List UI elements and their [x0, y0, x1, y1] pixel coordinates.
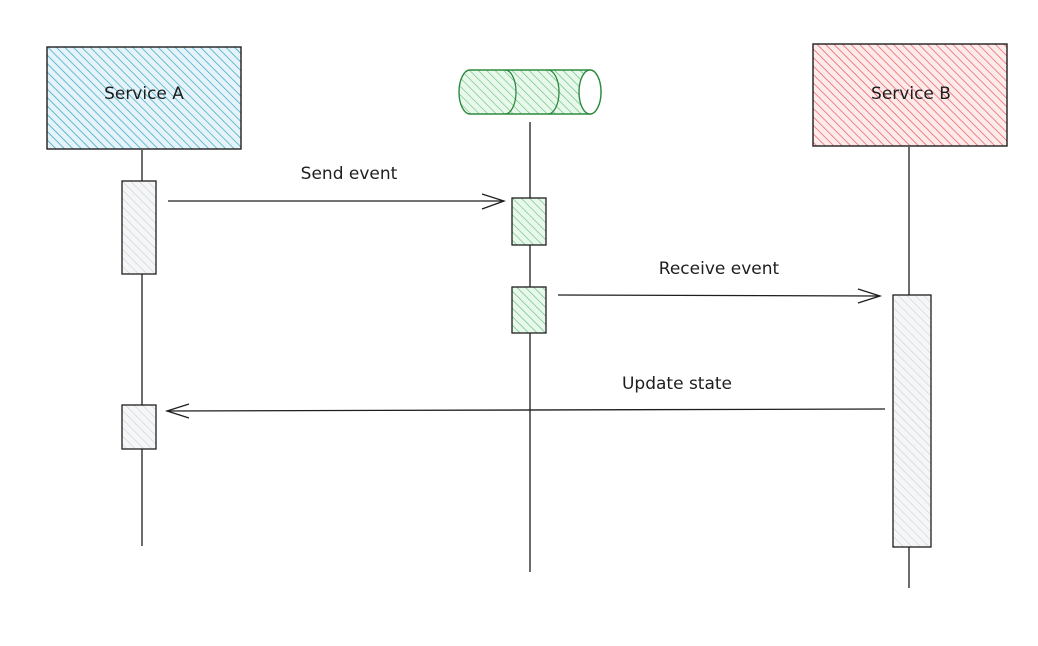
- queue-icon[interactable]: [458, 69, 602, 115]
- message-send-event-label: Send event: [301, 164, 398, 184]
- message-send-event[interactable]: Send event: [168, 164, 507, 210]
- activation-service-b-1: [892, 294, 932, 548]
- activation-queue-1: [511, 197, 547, 246]
- activation-service-a-2: [121, 404, 157, 450]
- participant-service-b[interactable]: Service B: [812, 43, 1008, 147]
- participant-service-b-label: Service B: [871, 84, 951, 104]
- participant-service-a-label: Service A: [104, 84, 184, 104]
- message-update-state[interactable]: Update state: [164, 374, 886, 419]
- message-update-state-label: Update state: [622, 374, 732, 394]
- message-receive-event[interactable]: Receive event: [557, 259, 883, 304]
- participant-service-a[interactable]: Service A: [46, 46, 242, 150]
- message-receive-event-label: Receive event: [659, 259, 780, 279]
- activation-service-a-1: [121, 180, 157, 275]
- activation-queue-2: [511, 286, 547, 334]
